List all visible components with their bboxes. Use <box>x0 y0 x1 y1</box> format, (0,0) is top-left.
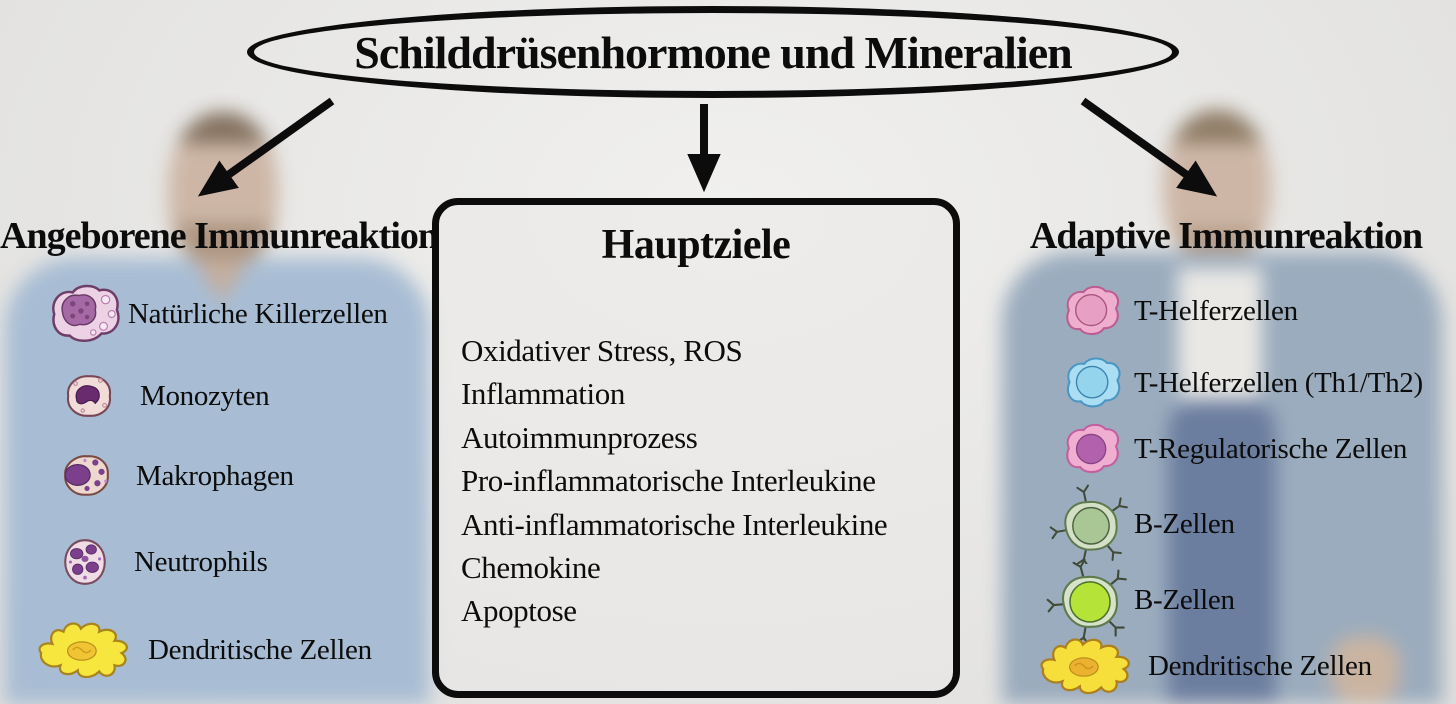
page-title: Schilddrüsenhormone und Mineralien <box>354 26 1072 78</box>
macrophage-icon <box>64 455 109 496</box>
neutrophil-icon <box>64 539 106 585</box>
monocyte-icon <box>67 375 112 417</box>
target-item: Autoimmunprozess <box>461 419 698 455</box>
left-item-label: Monozyten <box>140 379 270 412</box>
right-item-label: B-Zellen <box>1134 583 1235 616</box>
center-panel-heading: Hauptziele <box>601 222 791 268</box>
dendritic-cell-icon <box>1040 638 1130 695</box>
right-panel-heading: Adaptive Immunreaktion <box>1029 215 1423 257</box>
left-item-label: Dendritische Zellen <box>148 633 372 666</box>
target-item: Inflammation <box>461 376 625 412</box>
right-item-label: Dendritische Zellen <box>1148 649 1372 682</box>
left-item-label: Makrophagen <box>136 459 294 492</box>
person-right-sweater <box>1168 400 1276 704</box>
target-item: Chemokine <box>461 550 601 586</box>
arrow-to-innate-icon <box>197 97 335 197</box>
title-ellipse: Schilddrüsenhormone und Mineralien <box>247 6 1179 98</box>
t-helper-th1-th2-cell-icon <box>1066 357 1121 408</box>
left-item-label: Natürliche Killerzellen <box>128 297 388 330</box>
person-right-hand <box>1330 636 1400 704</box>
b-cell-icon <box>1049 484 1128 564</box>
nk-cell-icon <box>52 284 120 342</box>
right-item-label: T-Helferzellen <box>1134 294 1298 327</box>
dendritic-cell-icon <box>38 622 128 679</box>
targets-list: Oxidativer Stress, ROS Inflammation Auto… <box>461 329 888 633</box>
main-targets-box: Hauptziele Oxidativer Stress, ROS Inflam… <box>432 198 960 698</box>
left-panel-heading: Angeborene Immunreaktion <box>0 215 439 257</box>
b-cell-activated-icon <box>1046 558 1127 642</box>
right-item-label: T-Regulatorische Zellen <box>1134 432 1408 465</box>
target-item: Oxidativer Stress, ROS <box>461 333 743 368</box>
right-item-label: B-Zellen <box>1134 507 1235 540</box>
right-item-label: T-Helferzellen (Th1/Th2) <box>1134 366 1423 399</box>
left-item-label: Neutrophils <box>134 545 268 578</box>
person-right-tshirt <box>1178 268 1262 418</box>
t-helper-cell-icon <box>1066 285 1120 336</box>
target-item: Anti-inflammatorische Interleukine <box>461 506 888 542</box>
target-item: Apoptose <box>461 593 577 629</box>
t-regulatory-cell-icon <box>1066 423 1120 474</box>
arrow-to-adaptive-icon <box>1080 97 1218 197</box>
target-item: Pro-inflammatorische Interleukine <box>461 463 876 499</box>
